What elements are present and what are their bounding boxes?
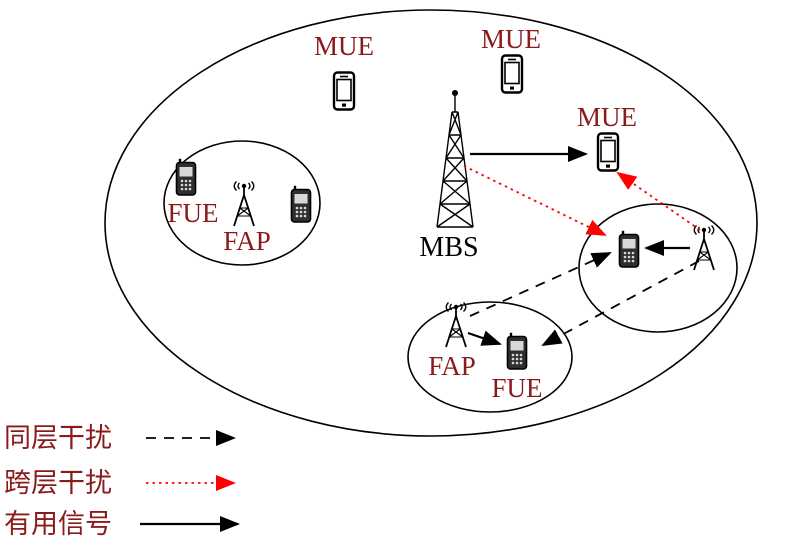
legend-item-colayer: 同层干扰 [4, 423, 236, 453]
co-layer-arrow-rightfap-to-bottomfue [541, 260, 700, 346]
femtocell-bottom-ellipse [407, 301, 573, 413]
cross-layer-arrow-mbs-to-fue [463, 165, 607, 236]
mbs-tower-icon [436, 90, 474, 228]
mue-phone-icon [332, 71, 356, 111]
femtocell-right-ellipse [578, 203, 738, 333]
fue-phone-icon [290, 185, 312, 223]
legend-label-crosslayer: 跨层干扰 [4, 468, 112, 498]
legend-label-useful: 有用信号 [4, 509, 112, 539]
fue-phone-icon [506, 332, 528, 370]
mue-label: MUE [481, 24, 541, 54]
fap-antenna-icon [233, 181, 255, 227]
fap-label: FAP [223, 226, 271, 256]
legend: 同层干扰 跨层干扰 有用信号 [4, 423, 240, 539]
useful-signal-arrow-fap-to-fue-bottom [467, 330, 502, 346]
legend-label-colayer: 同层干扰 [4, 423, 112, 453]
fue-label: FUE [491, 373, 542, 403]
legend-item-useful: 有用信号 [4, 509, 240, 539]
mbs-label: MBS [419, 232, 478, 263]
macrocell-ellipse [104, 9, 758, 437]
fue-label: FUE [167, 198, 218, 228]
legend-item-crosslayer: 跨层干扰 [4, 468, 236, 498]
mue-phone-icon [596, 132, 620, 172]
mue-label: MUE [577, 102, 637, 132]
fap-label: FAP [428, 351, 476, 381]
femtocell-left-ellipse [163, 140, 321, 266]
fue-phone-icon [618, 230, 640, 268]
cross-layer-arrow-fap-to-mue [616, 171, 701, 231]
fue-phone-icon [175, 158, 197, 196]
co-layer-arrow-bottomfap-to-rightfue [469, 252, 612, 317]
mue-label: MUE [314, 31, 374, 61]
mue-phone-icon [500, 54, 524, 94]
fap-antenna-icon [693, 225, 715, 271]
